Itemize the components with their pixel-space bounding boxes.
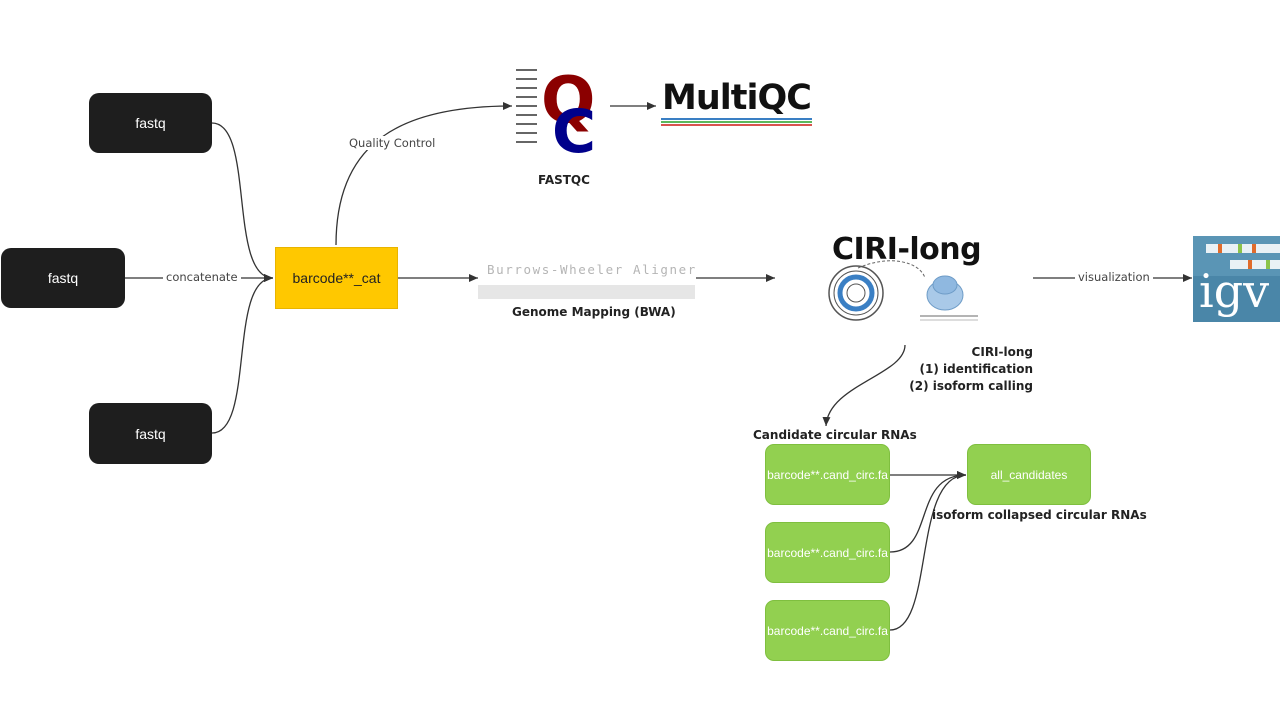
fastq-node-middle: fastq <box>1 248 125 308</box>
edge-fastq-bot-to-cat <box>211 274 274 434</box>
edge-label-visualization: visualization <box>1075 270 1153 284</box>
multiqc-underline-icon <box>661 118 812 126</box>
candidate-rnas-label: Candidate circular RNAs <box>753 428 917 442</box>
igv-logo-text: igv <box>1199 264 1270 318</box>
ribosome-icon <box>920 275 978 321</box>
fastqc-label: FASTQC <box>538 173 590 187</box>
candidate-node-3: barcode**.cand_circ.fa <box>765 600 890 661</box>
fastq-node-bottom: fastq <box>89 403 212 464</box>
genome-mapping-label: Genome Mapping (BWA) <box>512 305 676 319</box>
isoform-collapsed-label: isoform collapsed circular RNAs <box>932 508 1147 522</box>
candidate-node-1: barcode**.cand_circ.fa <box>765 444 890 505</box>
bwa-logo-text: Burrows-Wheeler Aligner <box>487 262 697 277</box>
svg-text:C: C <box>552 97 596 167</box>
all-candidates-node: all_candidates <box>967 444 1091 505</box>
circrna-icon <box>828 260 926 321</box>
barcode-cat-node: barcode**_cat <box>275 247 398 309</box>
candidate-node-2: barcode**.cand_circ.fa <box>765 522 890 583</box>
edge-cat-to-fastqc <box>335 102 513 246</box>
edge-fastq-top-to-cat <box>211 122 274 282</box>
ciri-label-line2: (1) identification <box>919 362 1033 376</box>
fastq-node-top: fastq <box>89 93 212 153</box>
ciri-label-line3: (2) isoform calling <box>909 379 1033 393</box>
edge-cand2-to-all <box>889 471 967 553</box>
edge-cand3-to-all <box>889 471 967 631</box>
igv-logo-icon <box>1193 236 1280 322</box>
edge-label-concatenate: concatenate <box>163 270 241 284</box>
svg-text:Q: Q <box>541 64 595 138</box>
edge-ciri-to-candidates <box>822 344 906 427</box>
fastqc-logo-icon: Q C <box>516 64 596 167</box>
ciri-label-line1: CIRI-long <box>971 345 1033 359</box>
bwa-logo-bar <box>478 285 695 299</box>
ciri-long-logo-text: CIRI-long <box>832 232 982 267</box>
multiqc-logo-text: MultiQC <box>662 78 812 118</box>
edge-label-quality-control: Quality Control <box>346 136 439 150</box>
